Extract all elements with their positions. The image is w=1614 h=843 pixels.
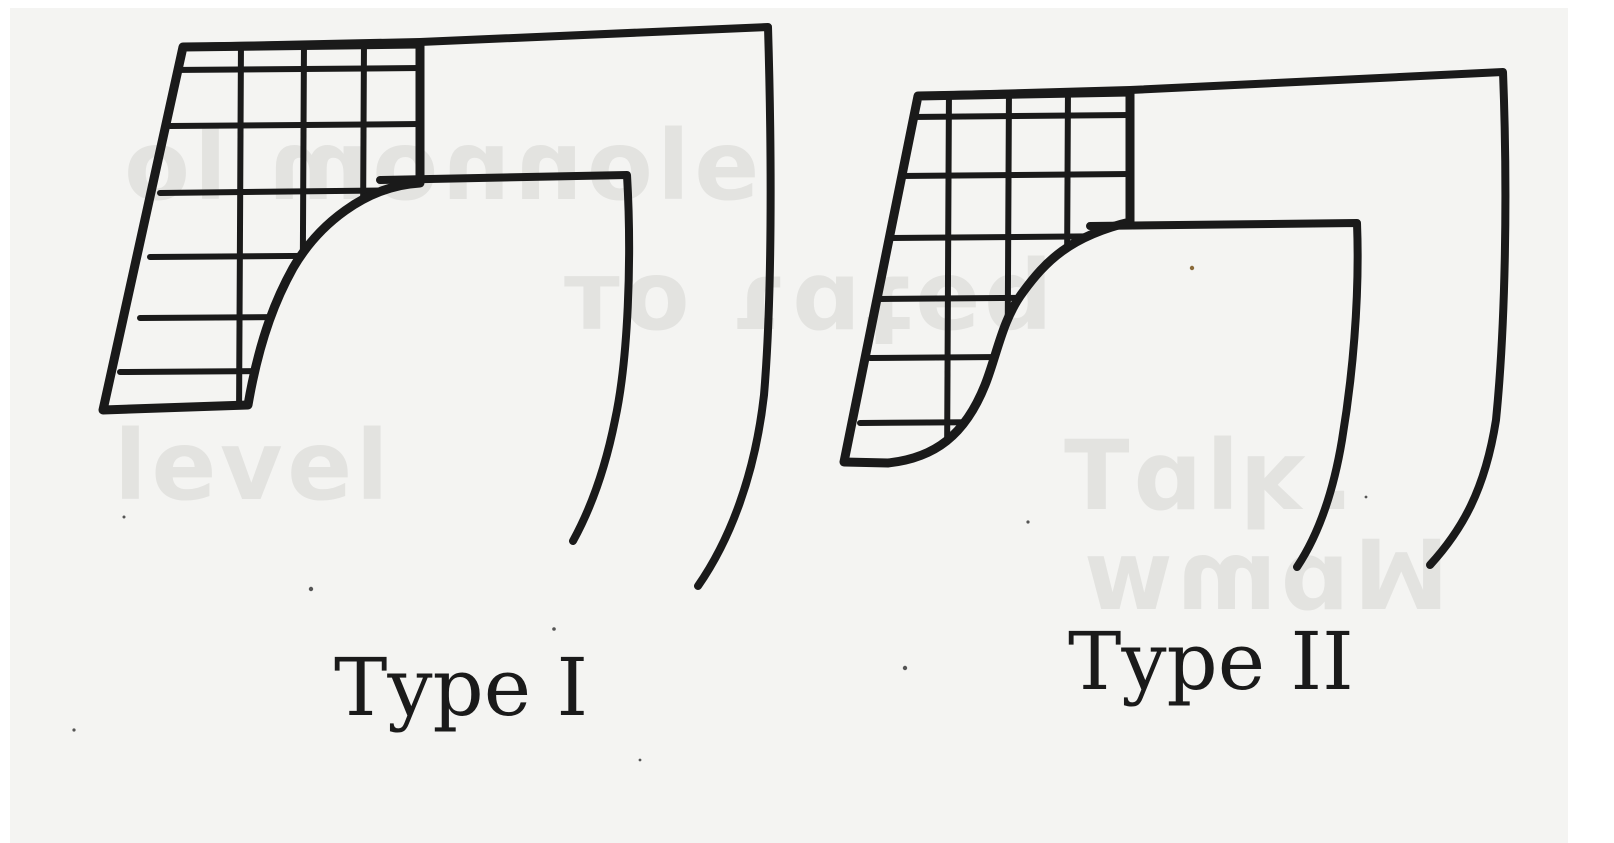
type-2-caption: Type II — [1068, 615, 1354, 708]
type-2-grid-mesh — [857, 92, 1130, 463]
type-2-outer-wall — [914, 68, 1510, 569]
type-1-inner-wall — [376, 171, 634, 545]
scan-right-margin — [1568, 0, 1614, 843]
type-2-inner-wall — [1086, 219, 1362, 571]
type-1-figure — [98, 23, 775, 590]
type-1-grid-mesh — [117, 44, 420, 410]
type-2-figure — [839, 68, 1510, 571]
scan-left-margin — [0, 0, 10, 843]
type-1-outer-wall — [179, 23, 775, 590]
type-1-caption: Type I — [334, 641, 589, 734]
type-2-shaded-outline — [839, 87, 1135, 468]
scan-specks — [72, 265, 1368, 762]
type-1-shaded-outline — [98, 39, 425, 415]
scan-top-margin — [0, 0, 1614, 8]
